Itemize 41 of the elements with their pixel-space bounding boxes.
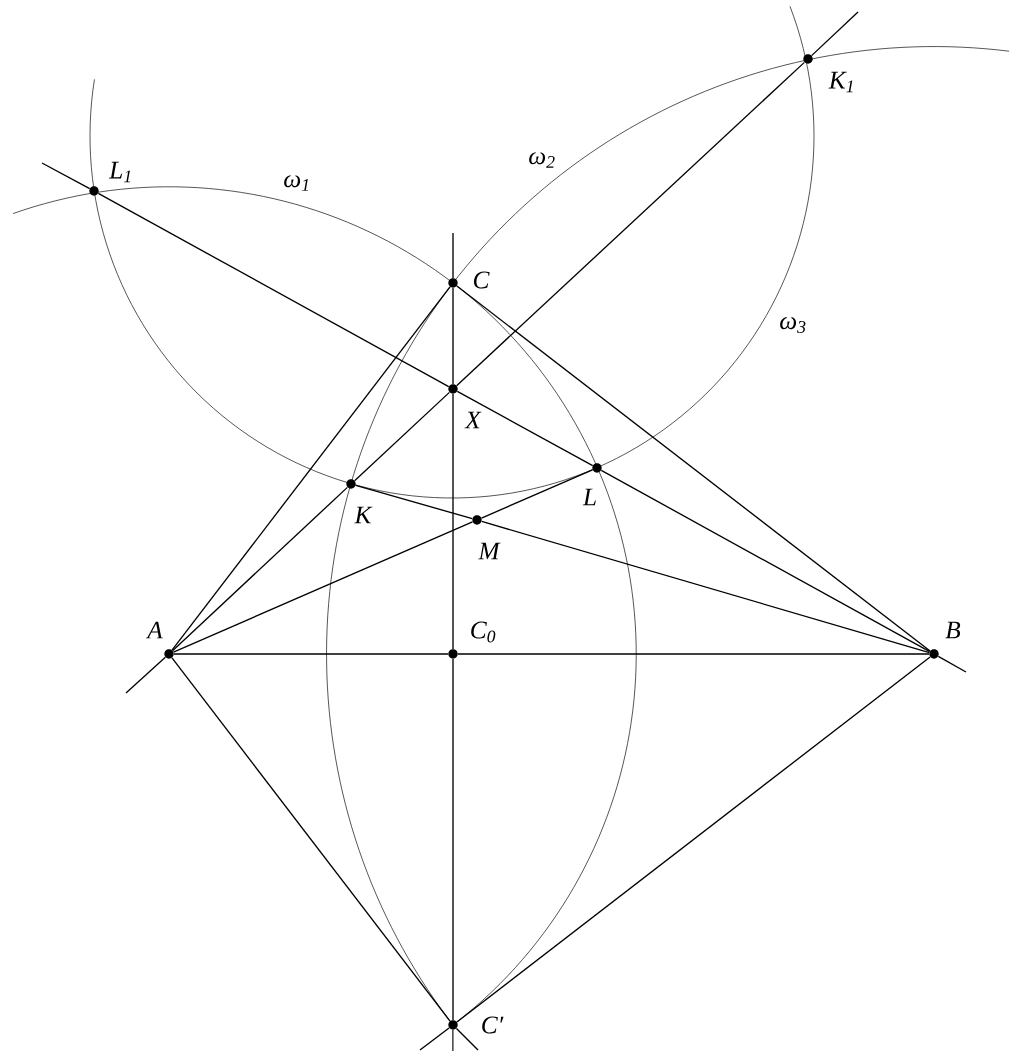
line-segment <box>452 232 454 279</box>
line-segment <box>452 658 454 1021</box>
line-segment <box>456 656 931 1023</box>
point-label: K$_{1}$ <box>828 71 853 93</box>
line-segment <box>173 653 449 655</box>
point-label: B <box>945 621 961 639</box>
circle-label: ω$_{1}$ <box>284 175 309 191</box>
line-segment <box>455 61 806 387</box>
line-segment <box>600 469 931 653</box>
line-segment <box>355 484 473 520</box>
line-segment <box>171 486 349 652</box>
line-segment <box>452 393 454 650</box>
line-segment <box>452 287 454 385</box>
line-segment <box>456 285 931 652</box>
point-label: L$_{1}$ <box>108 161 131 183</box>
line-segment <box>171 657 451 1022</box>
line-segment <box>419 1027 450 1051</box>
point-label: C′ <box>482 1016 504 1034</box>
line-segment <box>455 1027 479 1051</box>
point-label: C$_{0}$ <box>471 621 496 643</box>
line-segment <box>41 162 91 190</box>
point-label: C <box>473 271 490 289</box>
line-segment <box>456 390 594 467</box>
line-segment <box>172 521 474 653</box>
point-label: A <box>145 621 163 639</box>
line-segment <box>353 391 451 482</box>
line-segment <box>171 286 451 651</box>
line-segment <box>810 11 859 57</box>
line-segment <box>452 1029 454 1051</box>
line-segment <box>97 192 450 388</box>
point-label: X <box>464 411 482 429</box>
circle-label: ω$_{2}$ <box>529 152 555 168</box>
line-segment <box>480 469 594 519</box>
point-label: L <box>582 488 596 506</box>
point-label: K <box>354 506 373 524</box>
line-segment <box>457 653 930 655</box>
circle-label: ω$_{3}$ <box>780 317 806 333</box>
line-segment <box>125 656 166 694</box>
point-label: M <box>478 542 501 560</box>
line-segment <box>481 520 930 654</box>
line-segment <box>937 655 967 673</box>
